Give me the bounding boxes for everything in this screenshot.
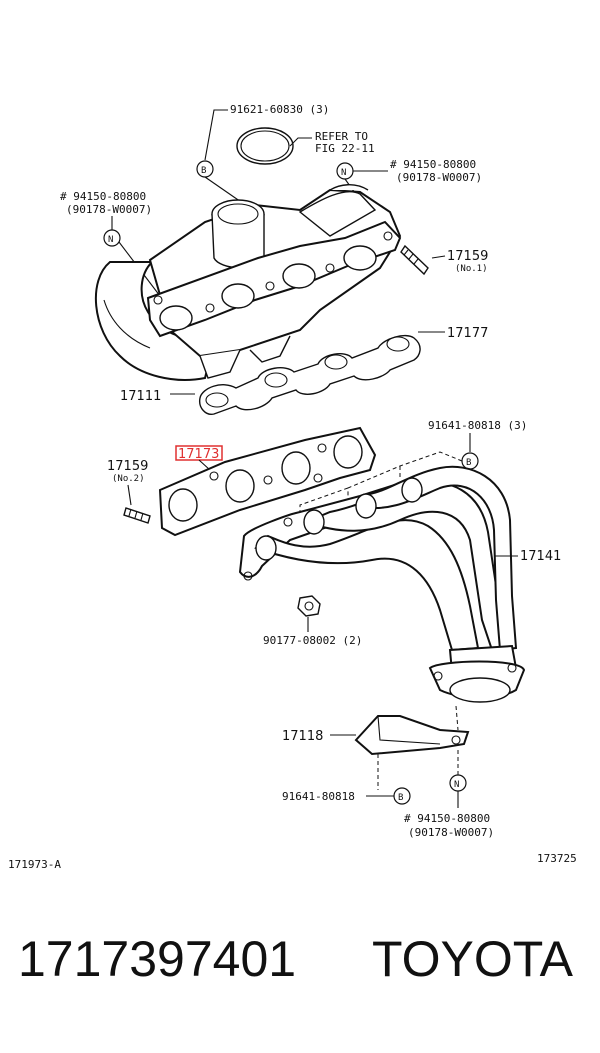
callout-b-bottom [393,787,411,805]
callout-b-bottom-letter: B [398,793,403,803]
exhaust-manifold-17111 [94,184,402,381]
callout-n-right-letter: N [341,168,346,178]
stud-no1 [400,244,429,276]
exhaust-manifold-diagram: 91621-60830 (3) B REFER TO FIG 22-11 # 9… [8,103,577,871]
exhaust-pipe-17141 [238,465,526,703]
label-top-bolt: 91621-60830 (3) [230,103,329,116]
label-17173: 17173 [178,447,219,462]
leader-refer [289,137,312,147]
gasket-17177 [199,334,421,415]
heat-shield-17118 [354,715,470,756]
label-17159-no2: 17159 [107,459,148,474]
label-refer-1: REFER TO [315,130,368,143]
leader-17159-no2 [127,484,132,506]
stud-no2 [123,507,151,524]
label-17141: 17141 [520,549,561,564]
label-nut-bottom-1: # 94150-80800 [404,812,490,825]
callout-b-mid-letter: B [466,458,471,468]
callout-b-top-letter: B [201,166,206,176]
label-nut-left-2: (90178-W0007) [66,203,152,216]
label-17111: 17111 [120,389,161,404]
o-ring-inner [240,130,290,162]
brand-name: TOYOTA [372,931,573,987]
label-nut-right-2: (90178-W0007) [396,171,482,184]
label-nut-right-1: # 94150-80800 [390,158,476,171]
nut-90177 [297,595,321,617]
leader-17159-no1 [431,255,446,259]
label-bolt-bottom: 91641-80818 [282,790,355,803]
label-nut-bottom-2: (90178-W0007) [408,826,494,839]
label-refer-2: FIG 22-11 [315,142,375,155]
label-17118: 17118 [282,729,323,744]
label-17159-no1-sub: (No.1) [455,264,488,274]
dash-shield [455,705,459,731]
label-17159-no1: 17159 [447,249,488,264]
label-bolt-mid: 91641-80818 (3) [428,419,527,432]
label-17159-no2-sub: (No.2) [112,474,145,484]
fig-number-left: 171973-A [8,858,61,871]
callout-n-left-letter: N [108,235,113,245]
part-number: 1717397401 [18,931,297,987]
callout-n-left [103,229,121,247]
gasket-17173 [158,426,377,537]
caption: 1717397401 TOYOTA [0,930,600,1020]
label-17177: 17177 [447,326,488,341]
label-nut-left-1: # 94150-80800 [60,190,146,203]
fig-number-right: 173725 [537,852,577,865]
callout-n-bottom-letter: N [454,780,459,790]
label-90177: 90177-08002 (2) [263,634,362,647]
leader-top-bolt [204,109,228,161]
o-ring [236,127,294,165]
